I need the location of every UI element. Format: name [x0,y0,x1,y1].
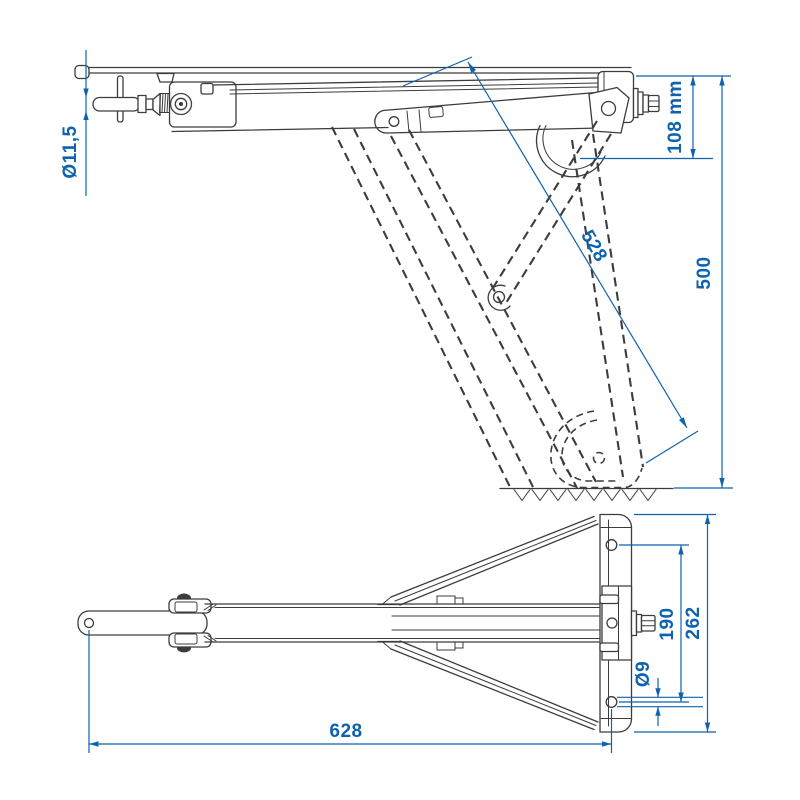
handle-end-hole [83,617,95,629]
plan-hex-nut [640,614,656,632]
dim-label-hole-spacing: 190 [657,607,678,640]
main-beam [171,77,599,133]
dimension-leg-length: 528 [402,56,699,464]
plan-view: 628 190 262 Ø9 [77,513,716,753]
gear-housing [156,72,237,128]
brace-arm-stowed [374,91,601,134]
rail-end-tab [74,64,90,80]
dim-label-bracket-width: 262 [683,606,704,639]
plan-outer-tube [203,595,619,651]
stay-elbow-joint [487,284,511,311]
dimension-overall-length: 628 [88,630,613,753]
mount-wedge [156,72,175,83]
crank-boss-outer [169,92,193,116]
plan-spindle-bolt [630,610,656,637]
handle-rod [92,96,141,112]
plan-handle-bar [77,610,208,636]
ground [499,487,674,501]
dimension-extended-height: 500 [674,76,733,489]
ground-hatching [513,489,657,501]
dimension-bracket-width: 262 [634,513,716,733]
dim-label-crank-diameter: Ø11,5 [60,125,81,178]
plate-hole-top [605,539,618,551]
leg-pivot-hole [600,100,617,117]
spindle-bolt [632,87,660,119]
frame-rail [74,64,632,80]
dimension-retracted-height: 108 mm [580,75,731,160]
arm-pivot-hole [388,116,400,127]
dimension-crank-diameter: Ø11,5 [60,50,89,196]
block-pin-hole [606,617,618,629]
dimension-hole-diameter: Ø9 [617,661,703,726]
dim-label-extended-height: 500 [694,256,715,289]
foot-drain-hole [592,451,606,465]
foot-dashed [550,410,643,489]
plan-gearbox-block [599,585,633,661]
plate-hole-bottom [605,696,618,708]
spring-clip [428,106,444,118]
latch-tab [200,82,214,95]
leg-deployed-dashed [331,120,645,490]
plan-clamp-bracket [168,593,212,653]
dimension-hole-spacing: 190 [619,544,689,703]
dim-label-overall-length: 628 [329,721,362,742]
hex-nut [647,94,660,113]
crank-handle [92,75,171,123]
dim-label-retracted-height: 108 mm [665,80,686,154]
dim-label-leg-length: 528 [576,227,611,266]
plan-braces [377,515,599,731]
dim-label-hole-diameter: Ø9 [633,661,654,687]
pivot-plate [588,86,630,134]
side-view: Ø11,5 108 mm 500 528 [60,50,733,501]
